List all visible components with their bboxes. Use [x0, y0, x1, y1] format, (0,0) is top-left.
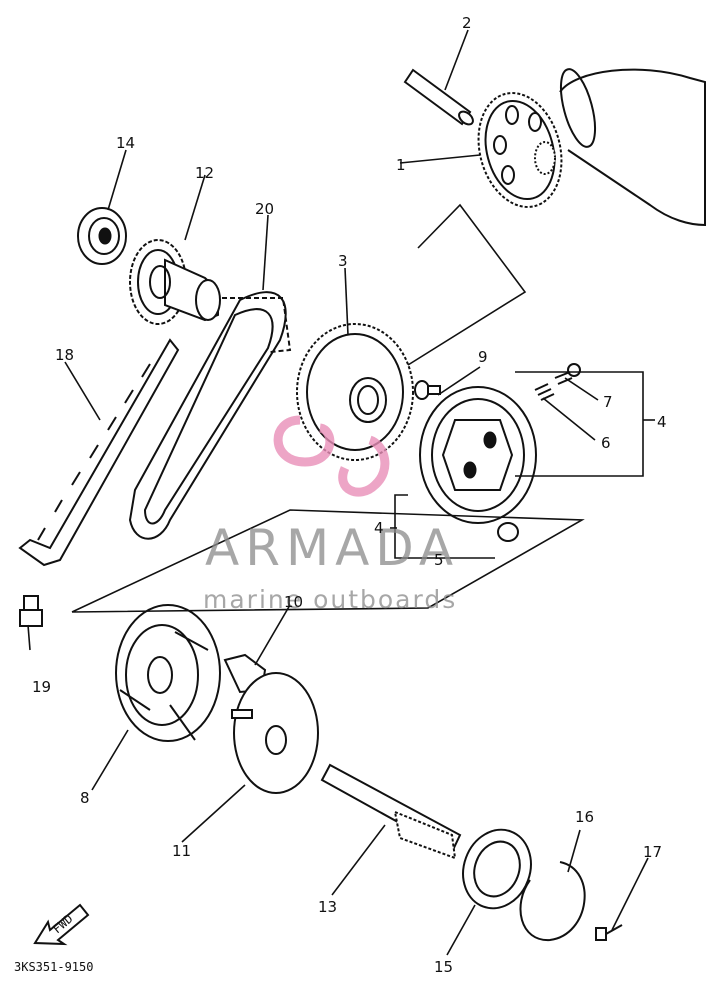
crankshaft-housing	[559, 68, 706, 227]
part-9-bolt	[414, 380, 441, 400]
part-14-bearing	[77, 207, 127, 265]
callout-20: 20	[255, 200, 274, 218]
callout-14: 14	[116, 134, 135, 152]
callout-1: 1	[396, 156, 406, 174]
diagram-code: 3KS351-9150	[14, 960, 93, 974]
callout-labels: 2 1 14 12 20 3 9 18 7 4 6 4 5 10 19 8 16…	[32, 14, 667, 976]
callout-7: 7	[603, 393, 613, 411]
part-16-circlip	[519, 861, 586, 942]
watermark-tagline: marine outboards	[203, 585, 457, 614]
callout-8: 8	[80, 789, 90, 807]
part-17-screw	[595, 924, 623, 941]
leader-lines	[27, 29, 655, 956]
callout-10: 10	[284, 593, 303, 611]
part-19-bolt	[19, 595, 43, 627]
fwd-arrow-icon	[33, 903, 90, 946]
part-4-clutch-housing	[419, 386, 537, 524]
part-11-sheave	[231, 672, 319, 794]
watermark: ARMADA marine outboards	[203, 415, 459, 614]
part-8-pulley	[115, 604, 221, 742]
watermark-brand: ARMADA	[205, 519, 459, 577]
callout-4b: 4	[657, 413, 667, 431]
callout-16: 16	[575, 808, 594, 826]
callout-11: 11	[172, 842, 191, 860]
callout-17: 17	[643, 843, 662, 861]
callout-2: 2	[462, 14, 472, 32]
part-1-gear	[477, 92, 563, 208]
callout-12: 12	[195, 164, 214, 182]
part-6-spring	[534, 383, 555, 401]
callout-9: 9	[478, 348, 488, 366]
callout-6: 6	[601, 434, 611, 452]
callout-5: 5	[434, 551, 444, 569]
callout-18: 18	[55, 346, 74, 364]
part-5-roller	[497, 522, 519, 542]
part-12-gear-shaft	[129, 239, 221, 325]
part-3-sprocket	[296, 323, 414, 461]
part-2-pin	[403, 68, 474, 126]
callout-4a: 4	[374, 519, 384, 537]
callout-19: 19	[32, 678, 51, 696]
watermark-logo-icon	[273, 415, 390, 497]
part-13-shaft	[320, 763, 462, 860]
callout-15: 15	[434, 958, 453, 976]
callout-13: 13	[318, 898, 337, 916]
part-20-chain	[128, 291, 292, 540]
callout-3: 3	[338, 252, 348, 270]
part-15-bearing	[462, 828, 532, 910]
part-7-cap	[554, 363, 581, 385]
part-18-chain-guide	[18, 338, 180, 567]
